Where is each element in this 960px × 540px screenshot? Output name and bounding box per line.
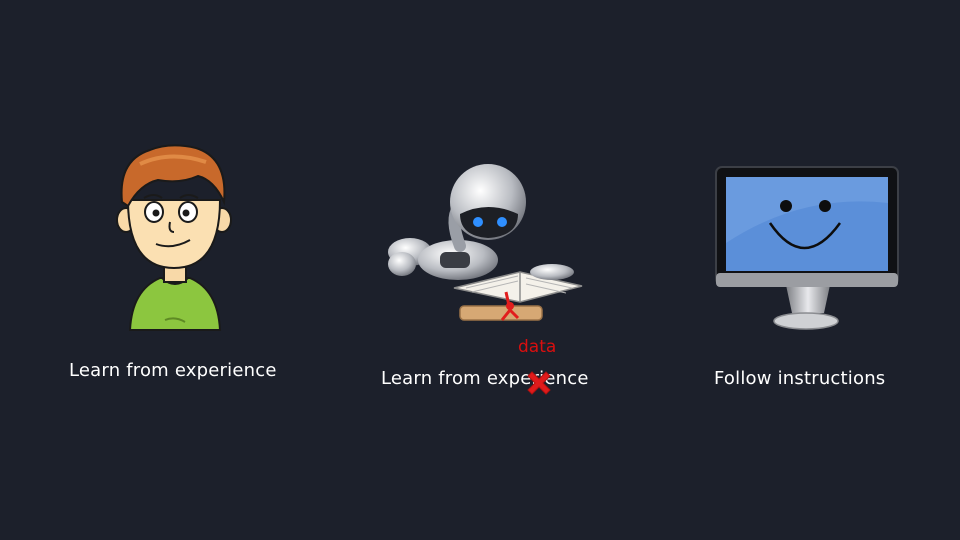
red-x-icon — [527, 371, 551, 395]
replacement-word: data — [518, 337, 557, 357]
caption-robot: Learn from experience — [381, 368, 589, 389]
cartoon-boy-icon — [116, 144, 232, 331]
smiling-computer-monitor-icon — [715, 166, 899, 330]
caption-monitor: Follow instructions — [714, 368, 886, 389]
caption-human: Learn from experience — [69, 360, 277, 381]
robot-reading-book-icon — [388, 164, 583, 321]
